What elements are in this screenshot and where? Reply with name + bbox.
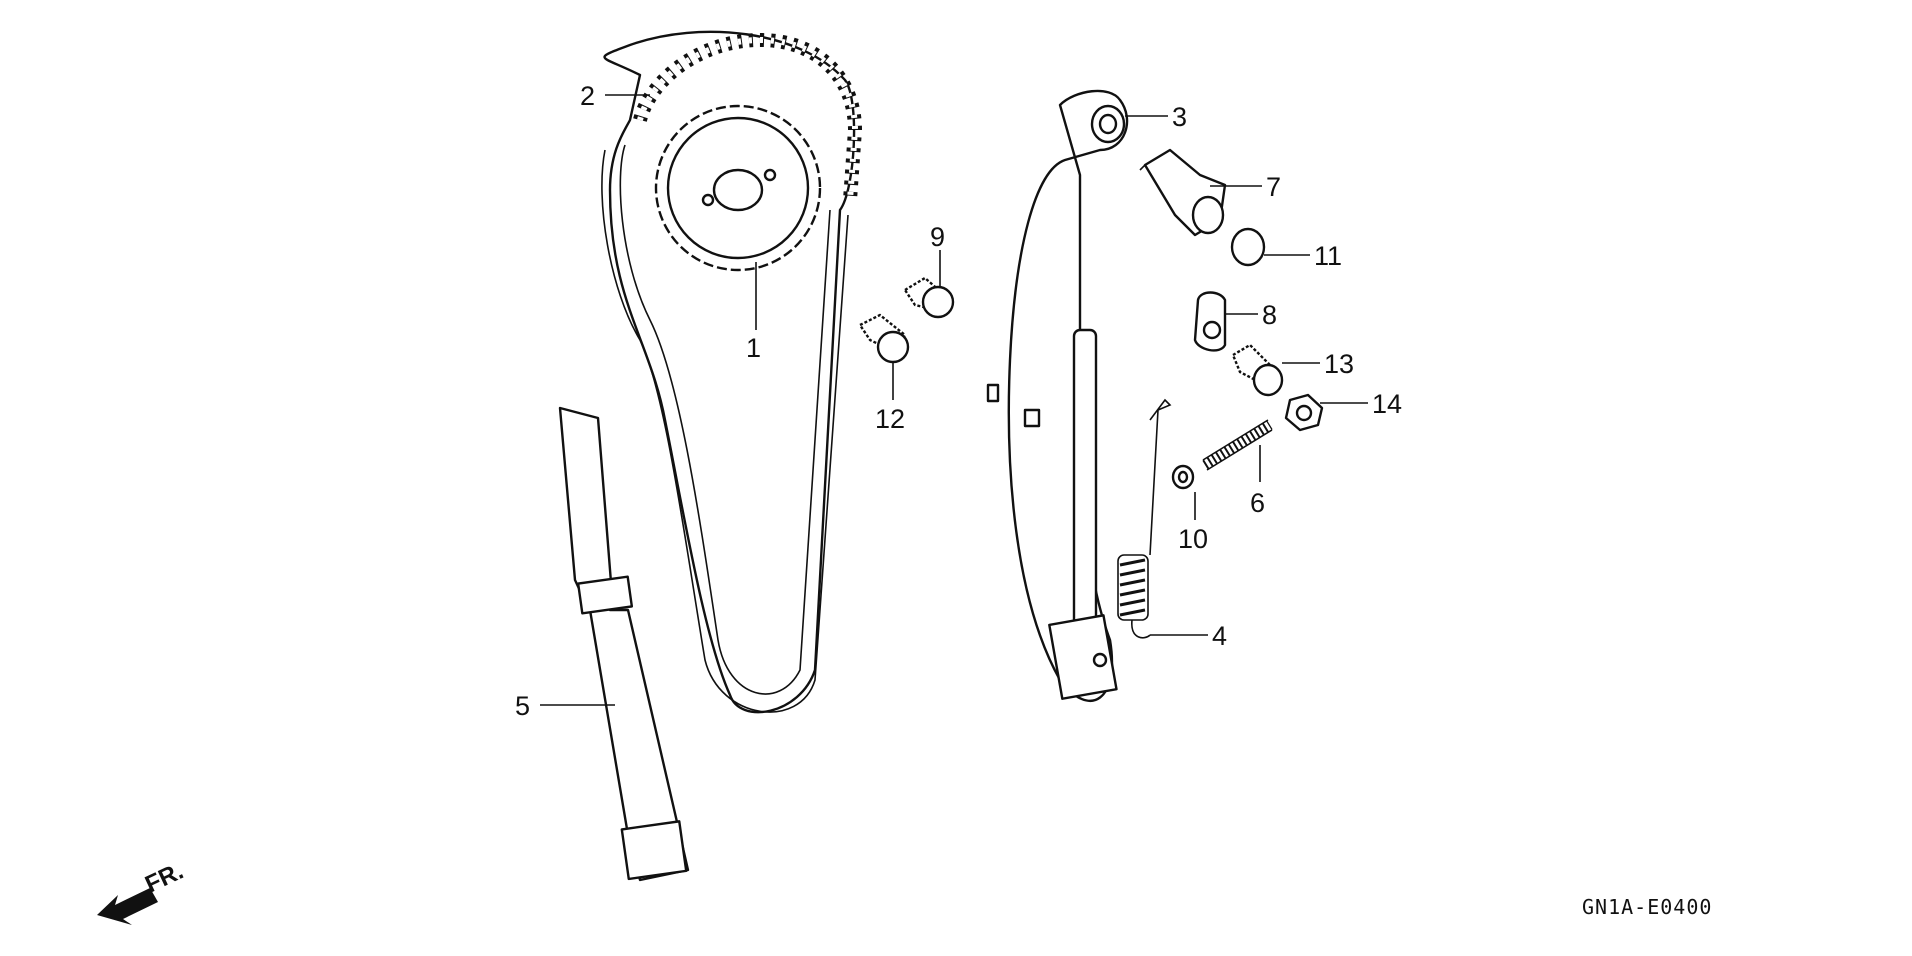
callout-1: 1 — [746, 333, 761, 363]
leader-lines — [540, 94, 1368, 706]
callout-13: 13 — [1324, 349, 1354, 379]
callout-8: 8 — [1262, 300, 1277, 330]
callout-12: 12 — [875, 404, 905, 434]
callout-6: 6 — [1250, 488, 1265, 518]
callout-5: 5 — [515, 691, 530, 721]
callout-3: 3 — [1172, 102, 1187, 132]
diagram-code: GN1A-E0400 — [1582, 895, 1712, 919]
tensioner-spring — [1117, 398, 1172, 639]
callout-7: 7 — [1266, 172, 1281, 202]
tensioner-arm — [986, 89, 1129, 702]
bolt-13 — [1231, 343, 1284, 397]
callout-11: 11 — [1314, 241, 1342, 271]
bolt-9 — [903, 276, 955, 319]
front-arrow-icon — [97, 888, 158, 925]
callout-10: 10 — [1178, 524, 1208, 554]
cam-chain-guide — [558, 406, 690, 882]
nut-14 — [1284, 393, 1324, 432]
o-ring-11 — [1230, 227, 1266, 267]
callout-4: 4 — [1212, 621, 1227, 651]
bolt-12 — [858, 313, 910, 364]
washer-10 — [1171, 464, 1195, 490]
callout-9: 9 — [930, 222, 945, 252]
stopper-plate — [1193, 291, 1227, 352]
front-direction-indicator: FR. — [97, 858, 188, 925]
callout-labels: 1 2 3 4 5 6 7 8 9 10 11 12 13 14 — [515, 81, 1402, 721]
cam-sprocket — [654, 104, 822, 272]
callout-14: 14 — [1372, 389, 1402, 419]
tensioner-pivot-bolt — [1139, 148, 1227, 237]
stud-6 — [1202, 419, 1273, 471]
callout-2: 2 — [580, 81, 595, 111]
